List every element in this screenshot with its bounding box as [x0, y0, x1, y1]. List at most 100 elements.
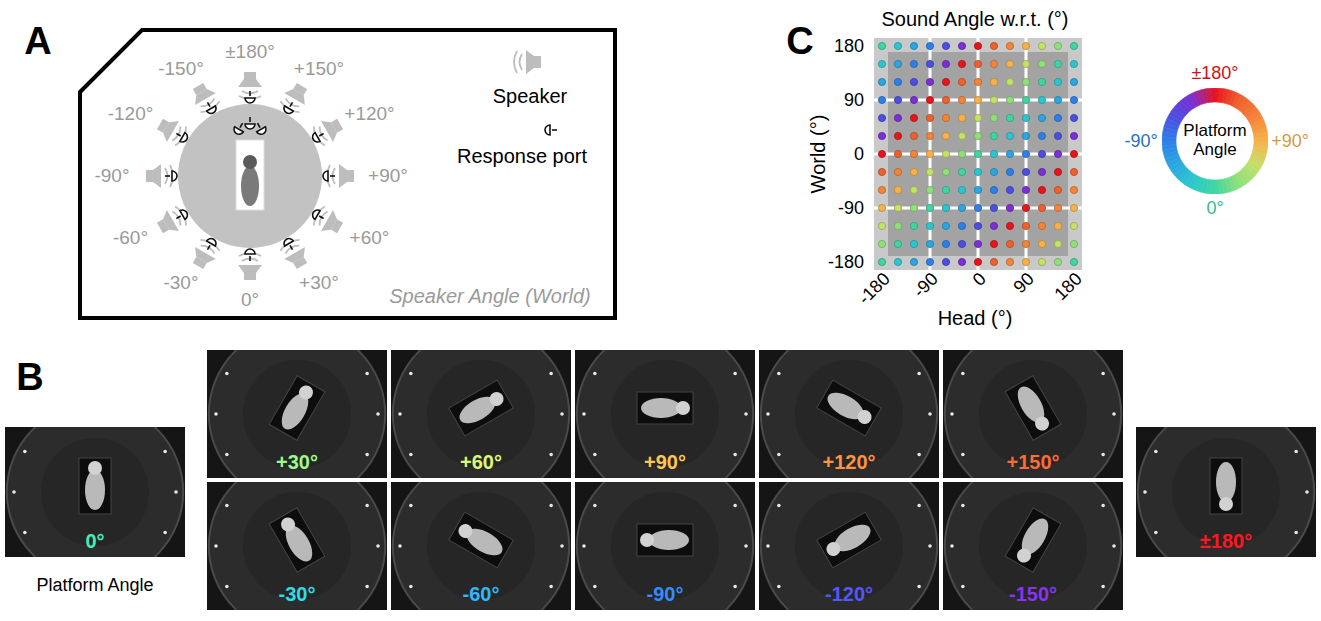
platform-angle-label: +30°: [276, 451, 318, 474]
label-text: +30°: [299, 272, 339, 294]
tick-label: 180: [834, 36, 864, 57]
animal-on-platform: [637, 392, 693, 424]
wheel-segment: [1231, 175, 1241, 189]
condition-dot: [1022, 132, 1029, 139]
label-text: A: [24, 20, 51, 64]
condition-dot: [942, 96, 949, 103]
arena-floor: [945, 350, 1121, 478]
condition-dot: [1054, 168, 1061, 175]
condition-dot: [958, 78, 965, 85]
wheel-segment: [1254, 136, 1268, 141]
condition-dot: [1070, 186, 1077, 193]
animal-on-platform: [449, 512, 513, 568]
speaker-icon: [146, 164, 173, 188]
arena-center: [795, 492, 903, 600]
wheel-segment: [1243, 104, 1256, 116]
rotating-platform: [79, 458, 111, 514]
label-text: 180: [834, 36, 864, 57]
ferret-body: [462, 523, 507, 560]
condition-dot: [1022, 186, 1029, 193]
port-light: [1294, 450, 1298, 454]
port-light: [777, 453, 781, 457]
port-light: [744, 412, 748, 416]
condition-dot: [926, 96, 933, 103]
condition-dot: [990, 168, 997, 175]
condition-dot: [878, 42, 885, 49]
legend-speaker-symbol: [514, 50, 541, 74]
wheel-segment: [1245, 163, 1259, 175]
condition-dot: [926, 150, 933, 157]
arena-center: [243, 360, 351, 468]
port-light: [549, 372, 553, 376]
label-text: -150°: [158, 58, 204, 80]
tick-label: -180: [854, 269, 894, 309]
condition-dot: [1054, 258, 1061, 265]
condition-dot: [1038, 132, 1045, 139]
legend-entry: Response port: [457, 145, 587, 168]
platform-angle-label: ±180°: [1200, 530, 1252, 553]
arena-floor: [209, 350, 385, 478]
condition-dot: [1038, 222, 1045, 229]
frame-photo: [207, 482, 387, 610]
wheel-ring: [1162, 88, 1268, 194]
label-text: 0: [969, 269, 991, 291]
condition-dot: [958, 96, 965, 103]
port-stem: [552, 129, 557, 131]
label-text: -120°: [108, 103, 154, 125]
wheel-segment: [1235, 95, 1246, 109]
port-light: [225, 372, 229, 376]
speaker-icon: [311, 114, 346, 148]
wheel-segment: [1210, 88, 1215, 102]
tick-label: 0: [969, 269, 991, 291]
label-text: 180: [1050, 269, 1086, 305]
dot-group: [878, 42, 1077, 265]
port-light: [1101, 453, 1105, 457]
ferret-head: [824, 539, 843, 558]
tick-label: 0: [854, 144, 864, 165]
speaker-cone: [526, 50, 534, 74]
port-light: [549, 504, 553, 508]
speaker-angle-label: -150°: [158, 58, 204, 80]
ferret-head: [676, 401, 690, 415]
photo-frame: -60°: [391, 482, 571, 610]
condition-dot: [1054, 42, 1061, 49]
label-text: +120°: [344, 103, 394, 125]
port-light: [1101, 372, 1105, 376]
port-light: [174, 490, 178, 494]
condition-dot: [990, 222, 997, 229]
speaker-angle-label: -30°: [163, 272, 198, 294]
frame-photo: [759, 482, 939, 610]
frame-photo: [391, 482, 571, 610]
condition-dot: [926, 222, 933, 229]
arena-floor: [1138, 427, 1314, 557]
animal-on-platform: [1210, 458, 1242, 514]
response-port: [245, 91, 255, 103]
condition-dot: [1006, 60, 1013, 67]
wheel-segment: [1172, 163, 1186, 175]
condition-dot: [894, 78, 901, 85]
response-port: [203, 100, 218, 115]
condition-dot: [958, 60, 965, 67]
wheel-segment: [1231, 93, 1241, 107]
frame-photo: [575, 482, 755, 610]
condition-dot: [894, 132, 901, 139]
condition-dot: [942, 168, 949, 175]
port-light: [961, 453, 965, 457]
condition-dot: [974, 240, 981, 247]
wheel-segment: [1247, 161, 1261, 172]
port-light: [376, 544, 380, 548]
photo-frame: -120°: [759, 482, 939, 610]
condition-dot: [1038, 42, 1045, 49]
photo-frame: -90°: [575, 482, 755, 610]
response-port: [311, 208, 326, 223]
speaker-angle-label: +150°: [294, 58, 344, 80]
wheel-segment: [1222, 89, 1229, 104]
condition-dot: [878, 150, 885, 157]
condition-dot: [1054, 240, 1061, 247]
speaker-body: [347, 170, 354, 182]
ferret-head: [855, 407, 874, 426]
platform-angle-label: +60°: [460, 451, 502, 474]
platform-angle-label: +120°: [822, 451, 875, 474]
